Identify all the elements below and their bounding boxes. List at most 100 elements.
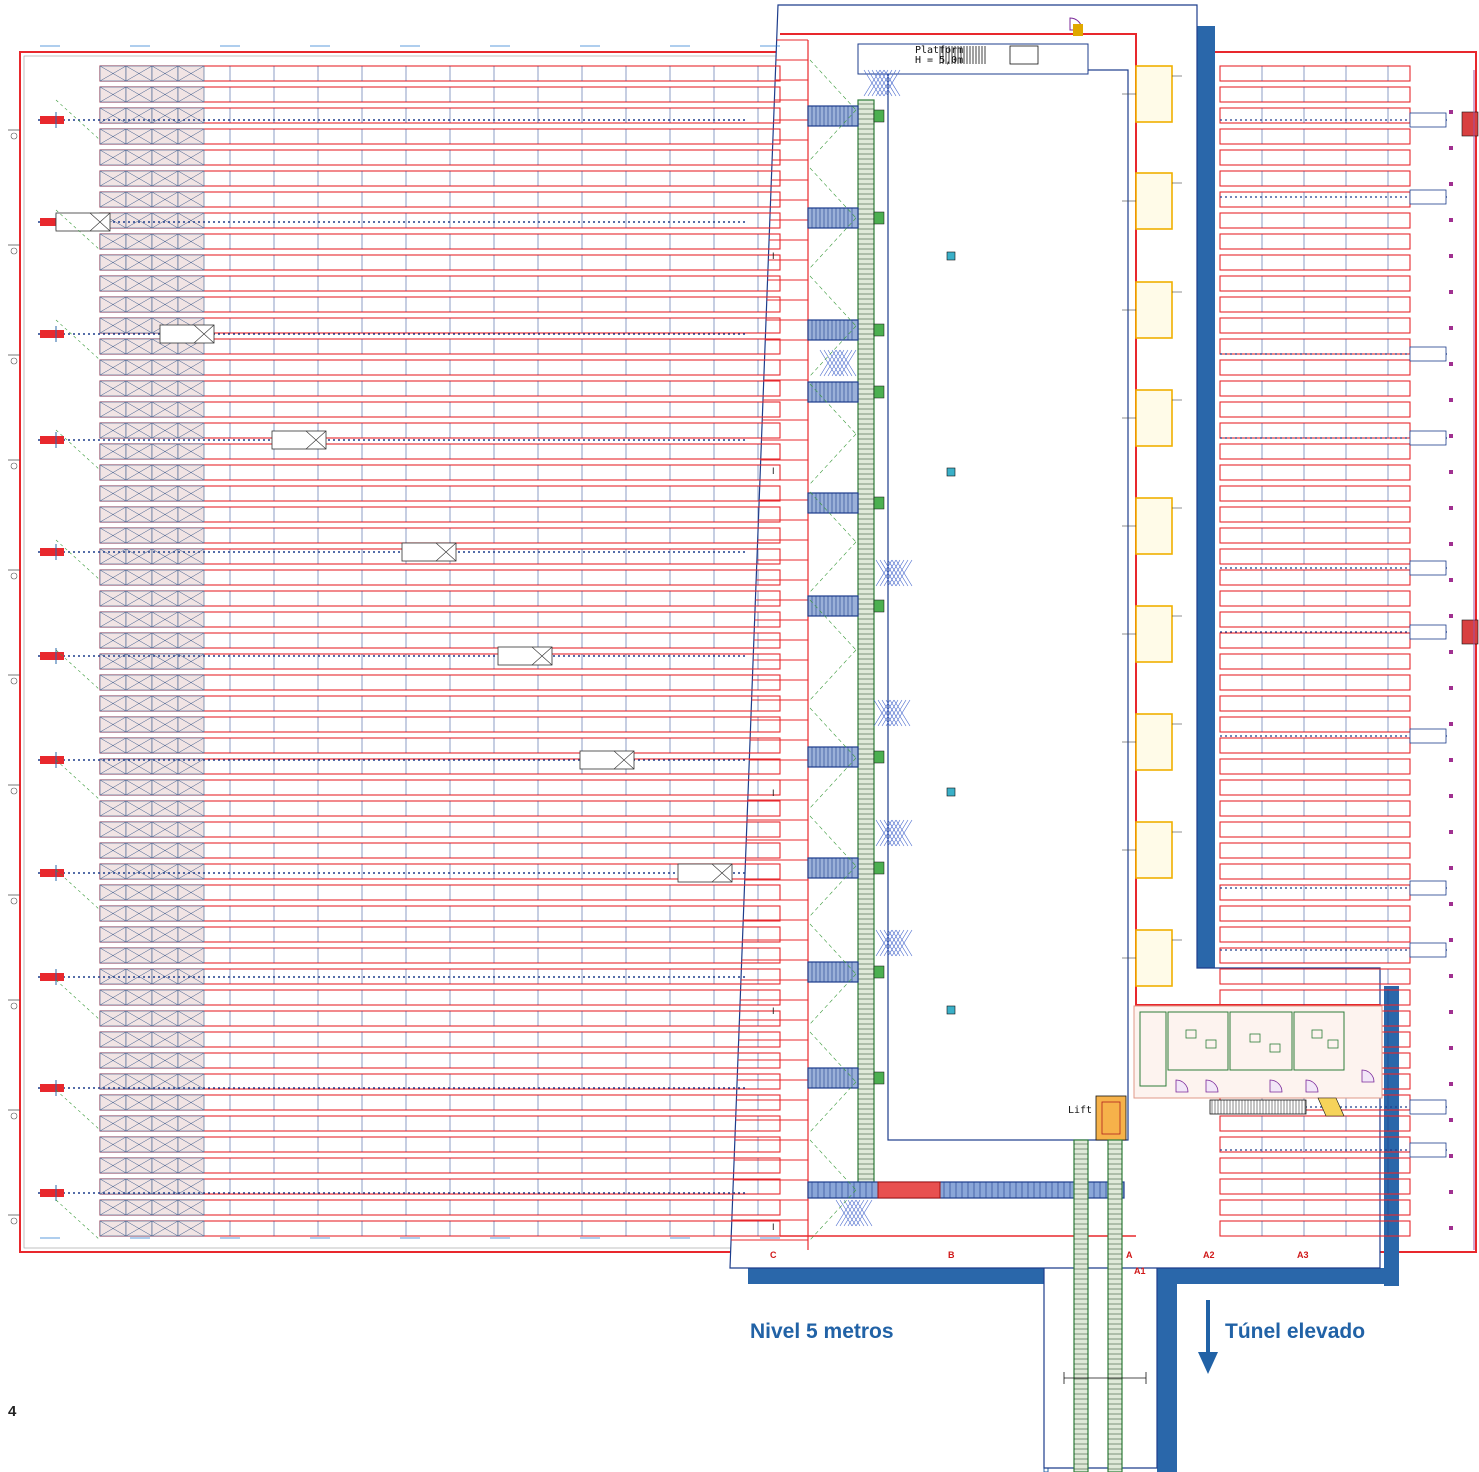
hatch-line — [835, 349, 853, 377]
rack-bay-cross — [125, 1136, 153, 1153]
right-purple-marker — [1449, 398, 1453, 402]
hatch-line — [887, 819, 905, 847]
dashed-guideline — [55, 1089, 101, 1131]
right-rack-row — [1219, 338, 1411, 355]
dashed-guideline — [55, 759, 101, 801]
down-arrow-icon — [1198, 1300, 1218, 1374]
hatch-line — [877, 699, 895, 727]
rack-bay-cross — [177, 506, 205, 523]
rack-bay-cross — [151, 233, 179, 250]
hatch-line — [875, 559, 893, 587]
structural-column — [946, 251, 956, 261]
right-rack-row — [1219, 527, 1411, 544]
right-purple-marker — [1449, 1082, 1453, 1086]
rack-bay-cross — [125, 548, 153, 565]
rack-bay-cross — [151, 863, 179, 880]
right-purple-marker — [1449, 650, 1453, 654]
shuttle-vehicle — [55, 212, 111, 232]
office-door — [1175, 1079, 1189, 1093]
mezzanine-guideline — [809, 1139, 857, 1191]
mezzanine-guideline — [809, 433, 857, 485]
level-wall-bottom-left — [748, 1268, 1044, 1284]
rack-bay-cross — [125, 128, 153, 145]
rack-bay-cross — [177, 1031, 205, 1048]
rack-bay-cross — [99, 191, 127, 208]
side-door-mark — [10, 1217, 18, 1225]
right-lift-mid — [1461, 619, 1479, 645]
right-rack-row — [1219, 464, 1411, 481]
right-rack-row — [1219, 401, 1411, 418]
office-room — [1167, 1011, 1229, 1071]
rack-bay-cross — [99, 527, 127, 544]
shuttle-vehicle — [497, 646, 553, 666]
rack-bay-cross — [177, 695, 205, 712]
shuttle-vehicle-cross — [711, 863, 733, 883]
rack-bay-cross — [99, 989, 127, 1006]
rack-bay-cross — [125, 506, 153, 523]
right-rack-row — [1219, 800, 1411, 817]
rack-bay-cross — [99, 506, 127, 523]
mezzanine-void — [887, 69, 1129, 1141]
aisle-end-marker — [40, 218, 64, 226]
station-sensor — [873, 109, 885, 123]
level-wall-bottom-right — [1157, 1268, 1399, 1284]
rack-bay-cross — [151, 1073, 179, 1090]
rack-bay-cross — [177, 65, 205, 82]
right-aisle-station — [1409, 189, 1447, 205]
right-aisle-station — [1409, 624, 1447, 640]
hatch-line — [891, 929, 909, 957]
rack-bay-cross — [99, 632, 127, 649]
rack-bay-cross — [151, 821, 179, 838]
lift-cabin — [1101, 1101, 1121, 1135]
rack-bay-cross — [125, 527, 153, 544]
rack-bay-cross — [99, 842, 127, 859]
structural-column — [946, 467, 956, 477]
aisle-end-marker — [40, 869, 64, 877]
hatch-line — [887, 559, 905, 587]
zone-label-a1: A1 — [1134, 1266, 1146, 1276]
rack-bay-cross — [99, 1094, 127, 1111]
side-door-mark — [10, 357, 18, 365]
mezzanine-guideline — [809, 109, 857, 161]
hatch-line — [879, 819, 897, 847]
structural-column — [946, 787, 956, 797]
office-door — [1361, 1069, 1375, 1083]
left-building-wall — [19, 51, 781, 1253]
dashed-guideline — [55, 209, 101, 251]
right-purple-marker — [1449, 578, 1453, 582]
rack-bay-cross — [177, 821, 205, 838]
rack-bay-cross — [99, 380, 127, 397]
rack-bay-cross — [125, 422, 153, 439]
dashed-guideline — [55, 99, 101, 141]
right-purple-marker — [1449, 686, 1453, 690]
rack-bay-cross — [151, 695, 179, 712]
zone-label-c: C — [770, 1250, 777, 1260]
hatch-line — [895, 929, 913, 957]
rack-bay-cross — [99, 422, 127, 439]
right-rack-row — [1219, 65, 1411, 82]
rack-bay-cross — [151, 989, 179, 1006]
side-door-mark — [10, 1112, 18, 1120]
rack-bay-cross — [99, 674, 127, 691]
shuttle-vehicle-cross — [193, 324, 215, 344]
aisle-end-marker — [40, 973, 64, 981]
shuttle-vehicle-cross — [435, 542, 457, 562]
i-marker: I — [772, 788, 775, 798]
mezzanine-guideline — [809, 217, 857, 269]
side-door-mark — [10, 572, 18, 580]
mezzanine-guideline — [809, 599, 857, 651]
right-purple-marker — [1449, 506, 1453, 510]
rack-bay-cross — [125, 107, 153, 124]
station-sensor — [873, 211, 885, 225]
right-purple-marker — [1449, 470, 1453, 474]
rack-bay-cross — [99, 863, 127, 880]
mezzanine-guideline — [809, 167, 857, 219]
rack-bay-cross — [99, 170, 127, 187]
rack-bay-cross — [151, 86, 179, 103]
hatch-line — [891, 559, 909, 587]
rack-bay-cross — [125, 821, 153, 838]
right-rack-row — [1219, 359, 1411, 376]
rack-bay-cross — [125, 401, 153, 418]
office-door — [1305, 1079, 1319, 1093]
rack-bay-cross — [177, 884, 205, 901]
